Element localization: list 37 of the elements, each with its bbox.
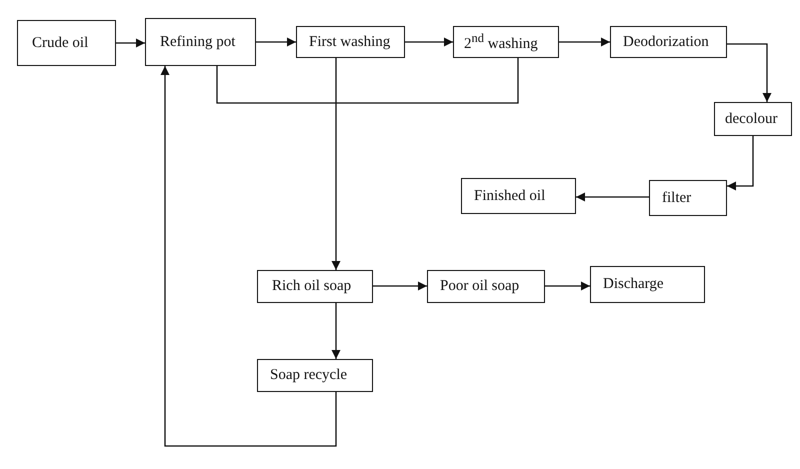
process-box [145, 18, 256, 66]
arrow [160, 66, 337, 447]
arrow [116, 38, 145, 48]
arrow [727, 136, 754, 190]
box-label: decolour [725, 110, 778, 128]
box-label: Rich oil soap [272, 278, 352, 295]
box-label: Soap recycle [270, 367, 348, 384]
box-label: Finished oil [474, 188, 546, 204]
arrow [559, 38, 610, 46]
box-label: Discharge [603, 276, 664, 293]
box-label: Refining pot [160, 34, 236, 50]
arrow [727, 43, 772, 102]
process-box [610, 26, 727, 58]
process-box [714, 102, 792, 136]
process-box [453, 26, 559, 58]
process-box [590, 266, 705, 303]
box-label: Deodorization [623, 34, 709, 50]
process-box [461, 178, 576, 214]
connector-line [216, 58, 519, 104]
arrow [373, 282, 427, 290]
box-label: Poor oil soap [440, 278, 520, 295]
process-box [296, 26, 405, 58]
process-box [257, 359, 373, 392]
box-label: filter [662, 190, 692, 206]
arrow [405, 38, 453, 46]
arrow [332, 303, 340, 359]
box-label: First washing [309, 34, 390, 50]
process-box [649, 180, 727, 216]
arrow [332, 58, 340, 270]
box-label: Crude oil [32, 34, 88, 52]
arrow [256, 38, 296, 46]
arrow [576, 192, 649, 202]
process-box [257, 270, 373, 303]
arrow [545, 282, 590, 290]
process-box [17, 20, 116, 66]
box-label: 2$^{nd}$ washing [464, 31, 538, 53]
process-box [427, 270, 545, 303]
